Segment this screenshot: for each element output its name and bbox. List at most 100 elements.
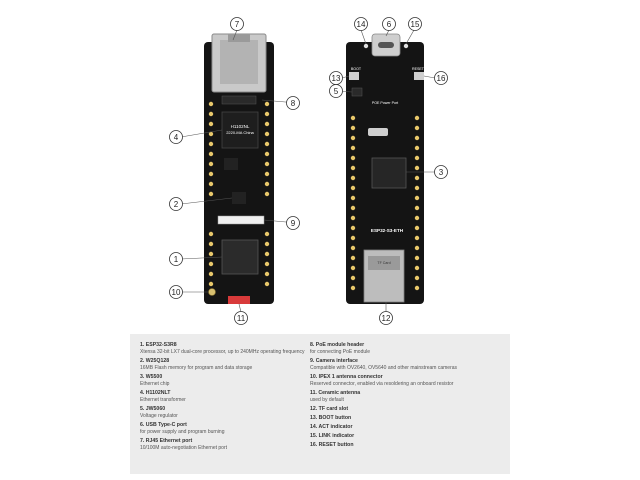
link-indicator: [403, 43, 409, 49]
svg-text:2: 2: [174, 200, 179, 209]
callout-5: 5: [329, 84, 343, 98]
reset-label: RESET: [412, 67, 425, 71]
tf-card-label: TF Card: [377, 261, 390, 265]
legend-item-desc: Ethernet chip: [140, 381, 170, 387]
callout-11: 11: [234, 311, 248, 325]
callout-6: 6: [382, 17, 396, 31]
callout-16: 16: [434, 71, 448, 85]
callouts: 1 2 3 4 5 6 7 8 9 10 11 12 13 14 15 16: [169, 17, 448, 325]
front-pcb: [204, 42, 274, 304]
board-illustration: H1102NL 2220-MA China BOOT RESET POE Pow…: [169, 17, 448, 325]
legend-item-title: 14. ACT indicator: [310, 424, 353, 430]
esp32-chip: [221, 239, 259, 275]
act-indicator: [363, 43, 369, 49]
back-board: BOOT RESET POE Power Port: [346, 33, 425, 304]
legend-item-title: 5. JW5060: [140, 406, 166, 412]
legend-item: 13. BOOT button: [310, 415, 488, 422]
legend-item-desc: for connecting PoE module: [310, 349, 371, 355]
svg-text:7: 7: [235, 20, 240, 29]
svg-text:14: 14: [357, 20, 366, 29]
legend-item-title: 11. Ceramic antenna: [310, 390, 361, 396]
svg-text:9: 9: [291, 219, 296, 228]
transformer-marking-2: 2220-MA China: [226, 130, 254, 135]
camera-connector: [217, 215, 265, 225]
legend-item-title: 15. LINK indicator: [310, 433, 355, 439]
transformer-marking-1: H1102NL: [231, 124, 250, 129]
callout-4: 4: [169, 130, 183, 144]
svg-text:3: 3: [439, 168, 444, 177]
callout-12: 12: [379, 311, 393, 325]
legend-item-desc: Voltage regulator: [140, 413, 178, 419]
legend-item-title: 2. W25Q128: [140, 358, 170, 364]
boot-label: BOOT: [351, 67, 362, 71]
board-diagram: H1102NL 2220-MA China BOOT RESET POE Pow…: [169, 17, 448, 325]
back-pin-header-left: [350, 115, 356, 291]
legend-item-desc: Xtensa 32-bit LX7 dual-core processor, u…: [140, 349, 305, 355]
svg-text:5: 5: [334, 87, 339, 96]
legend-item-desc: Ethernet transformer: [140, 397, 186, 403]
legend-item: 14. ACT indicator: [310, 424, 488, 431]
crystal: [368, 128, 388, 136]
svg-text:15: 15: [411, 20, 420, 29]
legend-item-title: 1. ESP32-S3R8: [140, 342, 177, 348]
svg-text:16: 16: [437, 74, 446, 83]
voltage-regulator: [224, 158, 238, 170]
svg-text:12: 12: [382, 314, 391, 323]
legend-item-title: 9. Camera interface: [310, 358, 358, 364]
callout-15: 15: [408, 17, 422, 31]
callout-8: 8: [286, 96, 300, 110]
svg-text:6: 6: [387, 20, 392, 29]
poe-header: [221, 95, 257, 105]
front-pin-header-left: [208, 101, 214, 287]
legend-item-title: 16. RESET button: [310, 442, 354, 448]
svg-text:8: 8: [291, 99, 296, 108]
legend-item-title: 8. PoE module header: [310, 342, 365, 348]
callout-3: 3: [434, 165, 448, 179]
legend-item-desc: 10/100M auto-negotiation Ethernet port: [140, 445, 228, 451]
flash-chip: [232, 192, 246, 204]
legend-item-title: 3. W5500: [140, 374, 163, 380]
front-pin-header-right: [264, 101, 270, 287]
svg-text:4: 4: [174, 133, 179, 142]
boot-button: [349, 72, 359, 80]
svg-text:13: 13: [332, 74, 341, 83]
legend-item-desc: Reserved connector, enabled via resolder…: [310, 381, 454, 387]
w5500-chip: [371, 157, 407, 189]
legend-item-desc: Compatible with OV2640, OV5640 and other…: [310, 365, 458, 371]
callout-7: 7: [230, 17, 244, 31]
legend-item-desc: used by default: [310, 397, 344, 403]
legend-item-title: 6. USB Type-C port: [140, 422, 187, 428]
back-regulator: [351, 87, 363, 97]
poe-port-label: POE Power Port: [372, 101, 398, 105]
ceramic-antenna: [228, 296, 250, 304]
legend-item-title: 4. H1102NLT: [140, 390, 171, 396]
back-pin-header-right: [414, 115, 420, 291]
callout-14: 14: [354, 17, 368, 31]
ipex-connector: [208, 288, 216, 296]
legend-item: 15. LINK indicator: [310, 433, 488, 440]
front-board: H1102NL 2220-MA China: [204, 33, 274, 304]
callout-9: 9: [286, 216, 300, 230]
legend-item-title: 13. BOOT button: [310, 415, 352, 421]
legend-item-title: 12. TF card slot: [310, 406, 349, 412]
legend-item-desc: for power supply and program burning: [140, 429, 225, 435]
svg-text:10: 10: [172, 288, 181, 297]
callout-1: 1: [169, 252, 183, 266]
svg-text:1: 1: [174, 255, 179, 264]
legend-item: 16. RESET button: [310, 442, 488, 449]
ethernet-transformer: [221, 111, 259, 149]
board-name-label: ESP32-S3-ETH: [371, 228, 404, 233]
